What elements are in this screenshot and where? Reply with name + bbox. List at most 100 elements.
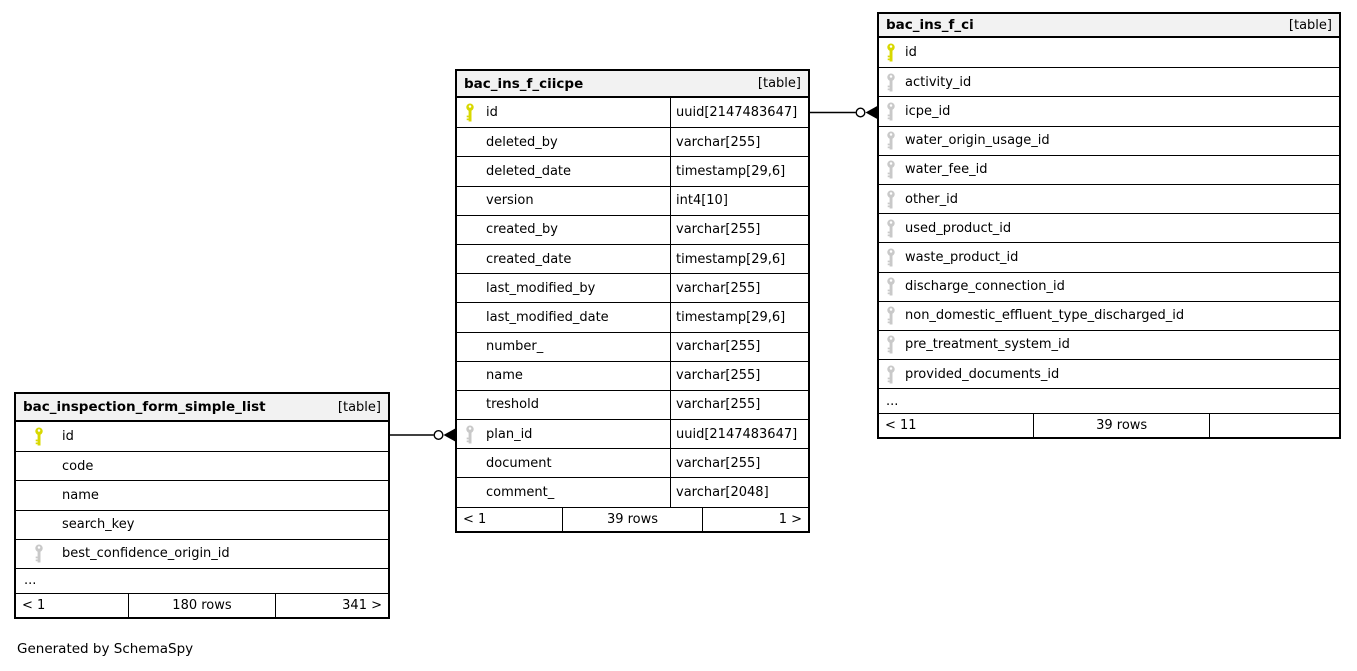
column-row: provided_documents_id [879,359,1339,389]
foreign-key-icon [887,365,895,384]
table-title[interactable]: bac_ins_f_ciicpe [464,75,584,92]
column-row: pre_treatment_system_id [879,329,1339,360]
column-name-cell: other_id [879,185,1339,213]
primary-key-icon [466,103,474,122]
footer-implied-right: 341 > [342,597,382,613]
column-name-cell: icpe_id [879,97,1339,125]
column-type: varchar[255] [670,361,808,390]
column-row: water_origin_usage_id [879,125,1339,155]
column-row: other_id [879,183,1339,214]
footer-row-count: 180 rows [127,593,277,617]
column-name: discharge_connection_id [905,279,1065,295]
column-name: document [486,455,552,471]
column-row: activity_id [879,67,1339,97]
foreign-key-icon [35,544,43,563]
column-name-cell: version [457,187,670,215]
column-name: name [62,487,99,503]
column-name: last_modified_by [486,280,596,296]
foreign-key-icon [887,248,895,267]
column-name-cell: number_ [457,333,670,361]
column-name-cell: created_by [457,216,670,244]
foreign-key-icon [887,335,895,354]
generated-by-note: Generated by SchemaSpy [17,641,194,657]
key-icon-cell [886,73,905,92]
foreign-key-icon [887,102,895,121]
column-name: deleted_date [486,163,572,179]
key-icon-cell [34,427,62,446]
footer-implied-right: 1 > [778,511,802,527]
column-name: plan_id [486,426,533,442]
column-name: last_modified_date [486,309,609,325]
column-type: uuid[2147483647] [670,98,808,128]
table-type-badge: [table] [1288,17,1332,33]
column-name: treshold [486,397,539,413]
column-name: id [486,105,498,121]
column-name-cell: code [16,452,388,480]
column-name: used_product_id [905,220,1012,236]
footer-row-count: 39 rows [562,507,703,531]
table-columns: id uuid[2147483647] deleted_by varchar[255]… [457,98,808,507]
column-name-cell: created_date [457,245,670,273]
column-type: varchar[255] [670,332,808,361]
column-type: uuid[2147483647] [670,420,808,449]
key-icon-cell [34,544,62,563]
key-icon-cell [465,103,486,122]
column-type: varchar[255] [670,274,808,303]
column-name: provided_documents_id [905,366,1060,382]
column-name: deleted_by [486,134,558,150]
table-title[interactable]: bac_inspection_form_simple_list [23,399,266,415]
column-row: search_key [16,509,388,539]
table-type-badge: [table] [337,399,381,415]
table-header: bac_inspection_form_simple_list [table] [16,394,388,422]
column-row: plan_id uuid[2147483647] [457,419,808,449]
footer-implied-left: < 1 [22,597,46,613]
column-name-cell: id [879,38,1339,67]
column-row: non_domestic_effluent_type_discharged_id [879,300,1339,330]
column-row: last_modified_by varchar[255] [457,273,808,303]
column-name-cell: plan_id [457,420,670,448]
column-row: id [879,38,1339,68]
column-name-cell: provided_documents_id [879,360,1339,388]
column-name-cell: search_key [16,511,388,539]
column-row: last_modified_date timestamp[29,6] [457,302,808,332]
column-name-cell: discharge_connection_id [879,273,1339,301]
column-type: timestamp[29,6] [670,244,808,274]
table-title[interactable]: bac_ins_f_ci [886,17,974,33]
column-type: varchar[255] [670,128,808,157]
column-row: best_confidence_origin_id [16,538,388,568]
more-columns-ellipsis: ... [16,567,388,593]
column-name: search_key [62,517,135,533]
column-row: waste_product_id [879,242,1339,272]
column-type: timestamp[29,6] [670,303,808,332]
column-name-cell: non_domestic_effluent_type_discharged_id [879,302,1339,330]
foreign-key-icon [466,425,474,444]
column-row: name [16,480,388,510]
column-name-cell: waste_product_id [879,243,1339,271]
column-name-cell: last_modified_by [457,274,670,302]
primary-key-icon [887,43,895,62]
key-icon-cell [886,277,905,296]
key-icon-cell [886,365,905,384]
key-icon-cell [886,335,905,354]
table-bac_inspection_form_simple_list[interactable]: bac_inspection_form_simple_list[table]id… [14,392,390,619]
column-name-cell: pre_treatment_system_id [879,331,1339,359]
key-icon-cell [886,160,905,179]
column-name: activity_id [905,74,972,90]
column-row: deleted_by varchar[255] [457,127,808,157]
column-name-cell: activity_id [879,68,1339,96]
column-name: version [486,193,534,209]
key-icon-cell [465,425,486,444]
column-row: number_varchar[255] [457,331,808,361]
column-row: water_fee_id [879,154,1339,184]
more-columns-ellipsis: ... [879,388,1339,414]
column-row: comment_varchar[2048] [457,477,808,507]
relationship-connector-icpe-id [810,106,877,119]
